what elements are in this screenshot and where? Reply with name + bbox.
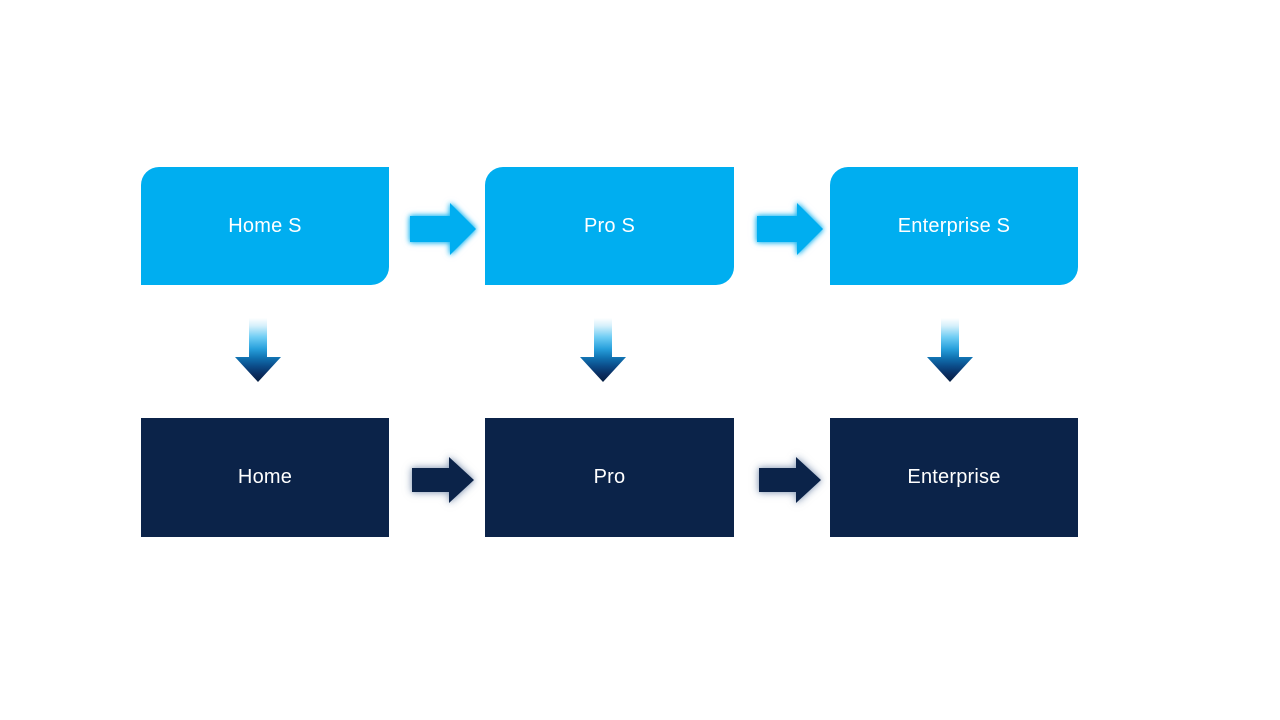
node-pro-s: Pro S: [485, 167, 734, 285]
down-arrow-icon: [927, 318, 973, 382]
right-arrow-icon: [412, 457, 474, 503]
right-arrow-icon: [759, 457, 821, 503]
down-arrow-icon: [235, 318, 281, 382]
node-home-s: Home S: [141, 167, 389, 285]
node-enterprise-s: Enterprise S: [830, 167, 1078, 285]
node-enterprise: Enterprise: [830, 418, 1078, 537]
node-label: Pro S: [583, 214, 636, 237]
node-label: Pro: [593, 466, 626, 488]
right-arrow-icon: [757, 203, 823, 255]
node-label: Home S: [228, 214, 302, 237]
node-home: Home: [141, 418, 389, 537]
node-label: Home: [237, 466, 293, 488]
node-label: Enterprise: [907, 466, 1001, 488]
node-label: Enterprise S: [897, 214, 1011, 237]
node-pro: Pro: [485, 418, 734, 537]
right-arrow-icon: [410, 203, 476, 255]
down-arrow-icon: [580, 318, 626, 382]
